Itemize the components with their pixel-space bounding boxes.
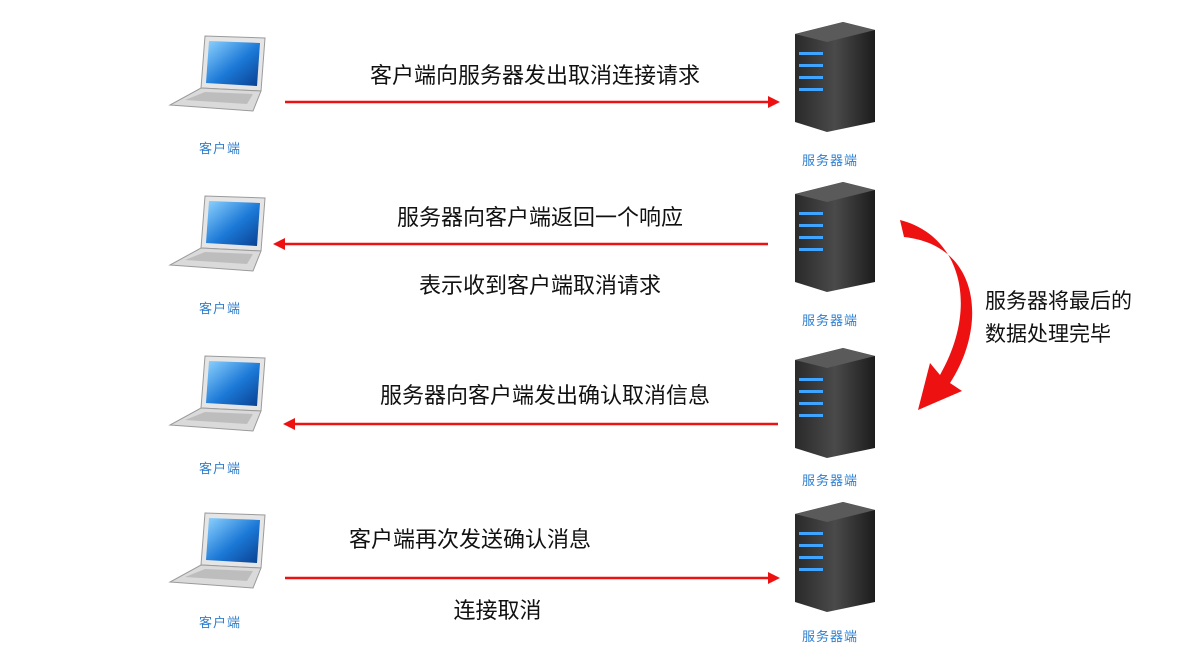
step-3: 客户端 服务器向客户端发出确认取消信息 服务器端 [0, 320, 1183, 489]
laptop-icon [168, 195, 266, 272]
right-arrow [285, 572, 780, 584]
laptop-icon [168, 355, 266, 432]
server-label: 服务器端 [801, 314, 858, 329]
curved-arrow [900, 220, 973, 410]
step-message: 客户端再次发送确认消息 [348, 528, 591, 553]
step-message-detail: 连接取消 [453, 599, 542, 624]
client-label: 客户端 [198, 462, 241, 477]
server-icon [795, 348, 875, 458]
server-icon [795, 182, 875, 292]
left-arrow [283, 418, 778, 430]
step-1: 客户端 客户端向服务器发出取消连接请求 服务器端 [0, 0, 1183, 169]
right-arrow [285, 96, 780, 108]
server-icon [795, 502, 875, 612]
step-2: 客户端 服务器向客户端返回一个响应 表示收到客户端取消请求 服务器端 [0, 160, 1183, 329]
step-message: 服务器向客户端发出确认取消信息 [379, 384, 710, 409]
laptop-icon [168, 35, 266, 112]
step-message: 客户端向服务器发出取消连接请求 [369, 64, 700, 89]
client-label: 客户端 [198, 142, 241, 157]
step-message: 服务器向客户端返回一个响应 [396, 206, 683, 231]
laptop-icon [168, 512, 266, 589]
side-note-line-2: 数据处理完毕 [985, 322, 1111, 346]
client-label: 客户端 [198, 302, 241, 317]
server-label: 服务器端 [801, 474, 858, 489]
side-note-line-1: 服务器将最后的 [985, 289, 1132, 313]
step-4: 客户端 客户端再次发送确认消息 连接取消 服务器端 [0, 480, 1183, 645]
left-arrow [273, 238, 768, 250]
client-label: 客户端 [198, 616, 241, 631]
step-message-detail: 表示收到客户端取消请求 [418, 274, 661, 299]
server-label: 服务器端 [801, 630, 858, 645]
server-processing-note: 服务器将最后的 数据处理完毕 [985, 285, 1132, 351]
server-label: 服务器端 [801, 154, 858, 169]
server-icon [795, 22, 875, 132]
